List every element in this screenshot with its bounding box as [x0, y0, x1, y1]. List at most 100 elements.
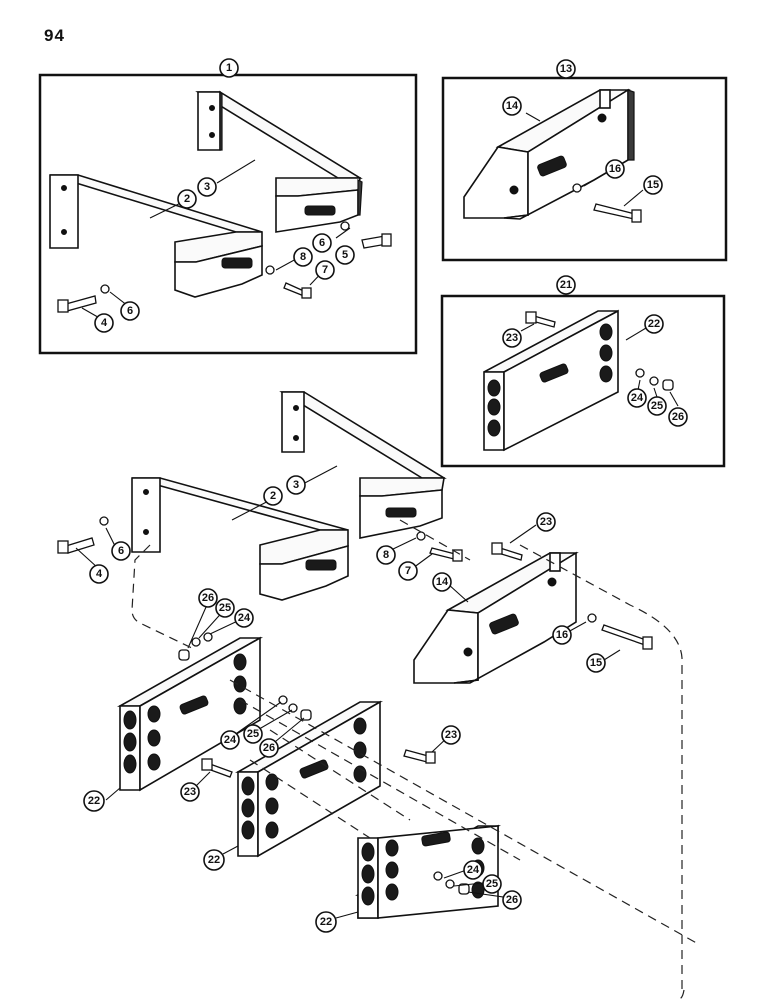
svg-text:24: 24	[467, 864, 480, 876]
svg-text:26: 26	[672, 411, 684, 423]
svg-text:15: 15	[590, 657, 602, 669]
page-number: 94	[44, 26, 65, 45]
callout-m23a: 23	[536, 512, 556, 532]
svg-text:4: 4	[101, 317, 108, 329]
weight-carrier	[463, 88, 635, 220]
callout-24: 24	[627, 388, 647, 408]
svg-text:26: 26	[506, 894, 518, 906]
svg-text:2: 2	[184, 193, 190, 205]
plate-a	[116, 636, 264, 792]
svg-text:25: 25	[247, 728, 259, 740]
svg-text:24: 24	[631, 392, 644, 404]
callout-26: 26	[668, 407, 688, 427]
svg-text:6: 6	[127, 305, 133, 317]
callout-2: 2	[177, 189, 197, 209]
svg-text:1: 1	[226, 62, 232, 74]
bracket-front	[49, 174, 263, 298]
group-box-21	[440, 284, 726, 468]
stacked-weight-plates	[105, 597, 511, 919]
svg-text:23: 23	[540, 516, 552, 528]
alignment-dash-lines	[131, 519, 701, 1000]
callout-p23b: 23	[441, 725, 461, 745]
svg-text:24: 24	[238, 612, 251, 624]
callout-22: 22	[644, 314, 664, 334]
callout-m2: 2	[263, 486, 283, 506]
svg-text:6: 6	[118, 545, 124, 557]
svg-text:25: 25	[651, 400, 663, 412]
hardware-box-1	[57, 221, 392, 313]
svg-text:7: 7	[405, 565, 411, 577]
svg-text:21: 21	[560, 279, 572, 291]
callout-5: 5	[335, 245, 355, 265]
callout-m8: 8	[376, 545, 396, 565]
callout-m16: 16	[552, 625, 572, 645]
callout-4: 4	[94, 313, 114, 333]
callout-7: 7	[315, 260, 335, 280]
svg-text:7: 7	[322, 264, 328, 276]
svg-text:22: 22	[320, 916, 332, 928]
svg-text:14: 14	[506, 100, 519, 112]
svg-text:22: 22	[208, 854, 220, 866]
group-box-1	[38, 59, 418, 355]
weight-plate	[483, 309, 619, 452]
callout-p22b: 22	[203, 849, 225, 871]
callout-m3: 3	[286, 475, 306, 495]
callout-14: 14	[502, 96, 522, 116]
svg-text:16: 16	[556, 629, 568, 641]
svg-text:13: 13	[560, 63, 572, 75]
svg-text:8: 8	[383, 549, 389, 561]
svg-text:23: 23	[184, 786, 196, 798]
group-box-13	[441, 60, 728, 262]
callout-6b: 6	[312, 233, 332, 253]
callout-15: 15	[643, 175, 663, 195]
callout-m6: 6	[111, 541, 131, 561]
svg-text:23: 23	[445, 729, 457, 741]
main-assembly	[57, 391, 653, 684]
callout-m7: 7	[398, 561, 418, 581]
callout-p22a: 22	[83, 790, 105, 812]
callout-p24a: 24	[234, 608, 254, 628]
callout-p25a: 25	[215, 598, 235, 618]
callout-8: 8	[293, 247, 313, 267]
callout-16: 16	[605, 159, 625, 179]
svg-text:3: 3	[204, 181, 210, 193]
svg-text:5: 5	[342, 249, 348, 261]
svg-text:15: 15	[647, 179, 659, 191]
svg-text:26: 26	[202, 592, 214, 604]
callout-p25b: 25	[243, 724, 263, 744]
svg-text:14: 14	[436, 576, 449, 588]
svg-text:3: 3	[293, 479, 299, 491]
callouts: 1 13 21 2 3 4 6 6 5 8 7 14 16 15 23 22 2…	[83, 58, 688, 933]
svg-text:22: 22	[648, 318, 660, 330]
callout-m4: 4	[89, 564, 109, 584]
svg-text:26: 26	[263, 742, 275, 754]
svg-text:8: 8	[300, 251, 306, 263]
svg-text:25: 25	[486, 878, 498, 890]
bracket-rear	[195, 90, 363, 233]
svg-text:16: 16	[609, 163, 621, 175]
callout-21: 21	[556, 275, 576, 295]
callout-23: 23	[502, 328, 522, 348]
callout-p26b: 26	[259, 738, 279, 758]
svg-text:25: 25	[219, 602, 231, 614]
svg-text:2: 2	[270, 490, 276, 502]
svg-text:22: 22	[88, 795, 100, 807]
callout-13: 13	[556, 59, 576, 79]
callout-1: 1	[219, 58, 239, 78]
callout-6: 6	[120, 301, 140, 321]
svg-text:4: 4	[96, 568, 103, 580]
callout-p23c: 23	[180, 782, 200, 802]
svg-text:6: 6	[319, 237, 325, 249]
svg-text:23: 23	[506, 332, 518, 344]
callout-25: 25	[647, 396, 667, 416]
callout-p26a: 26	[198, 588, 218, 608]
callout-m14: 14	[432, 572, 452, 592]
callout-p24c: 24	[463, 860, 483, 880]
callout-p25c: 25	[482, 874, 502, 894]
callout-m15: 15	[586, 653, 606, 673]
callout-p26c: 26	[502, 890, 522, 910]
callout-p24b: 24	[220, 730, 240, 750]
svg-text:24: 24	[224, 734, 237, 746]
callout-p22c: 22	[315, 911, 337, 933]
